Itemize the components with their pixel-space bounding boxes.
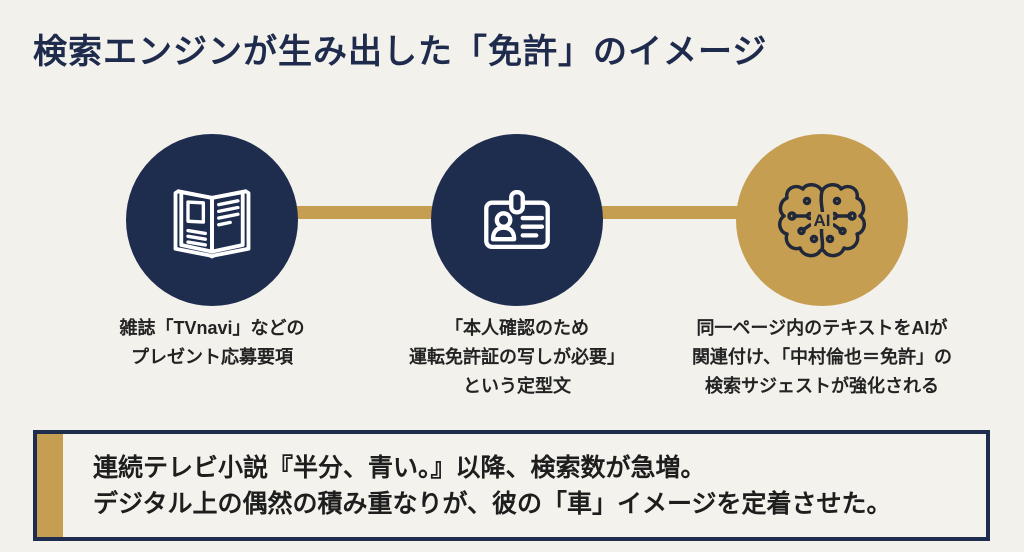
- caption-line: 関連付け、「中村倫也＝免許」の: [691, 347, 953, 367]
- caption-line: 同一ページ内のテキストをAIが: [696, 318, 948, 338]
- caption-line: 検索サジェストが強化される: [705, 376, 939, 396]
- caption-line: 運転免許証の写しが必要」: [409, 347, 625, 367]
- caption-line: 雑誌「TVnavi」などの: [119, 318, 305, 338]
- step-3-caption: 同一ページ内のテキストをAIが 関連付け、「中村倫也＝免許」の 検索サジェストが…: [652, 314, 992, 401]
- summary-line-2: デジタル上の偶然の積み重なりが、彼の「車」イメージを定着させた。: [93, 489, 892, 518]
- step-2-caption: 「本人確認のため 運転免許証の写しが必要」 という定型文: [347, 314, 687, 401]
- ai-label: AI: [814, 211, 831, 230]
- caption-line: プレゼント応募要項: [131, 347, 293, 367]
- summary-text: 連続テレビ小説『半分、青い。』以降、検索数が急増。 デジタル上の偶然の積み重なり…: [93, 450, 892, 522]
- caption-line: 「本人確認のため: [445, 318, 589, 338]
- ai-brain-icon: AI: [772, 170, 872, 270]
- caption-line: という定型文: [463, 376, 571, 396]
- magazine-book-icon: [164, 172, 260, 268]
- step-1-circle: [126, 134, 298, 306]
- step-2-circle: [431, 134, 603, 306]
- page-title: 検索エンジンが生み出した「免許」のイメージ: [33, 33, 768, 71]
- summary-line-1: 連続テレビ小説『半分、青い。』以降、検索数が急増。: [93, 453, 706, 482]
- summary-accent-bar: [37, 434, 63, 537]
- id-card-icon: [469, 172, 565, 268]
- step-1-caption: 雑誌「TVnavi」などの プレゼント応募要項: [42, 314, 382, 372]
- step-3-circle: AI: [736, 134, 908, 306]
- summary-box: 連続テレビ小説『半分、青い。』以降、検索数が急増。 デジタル上の偶然の積み重なり…: [33, 430, 990, 541]
